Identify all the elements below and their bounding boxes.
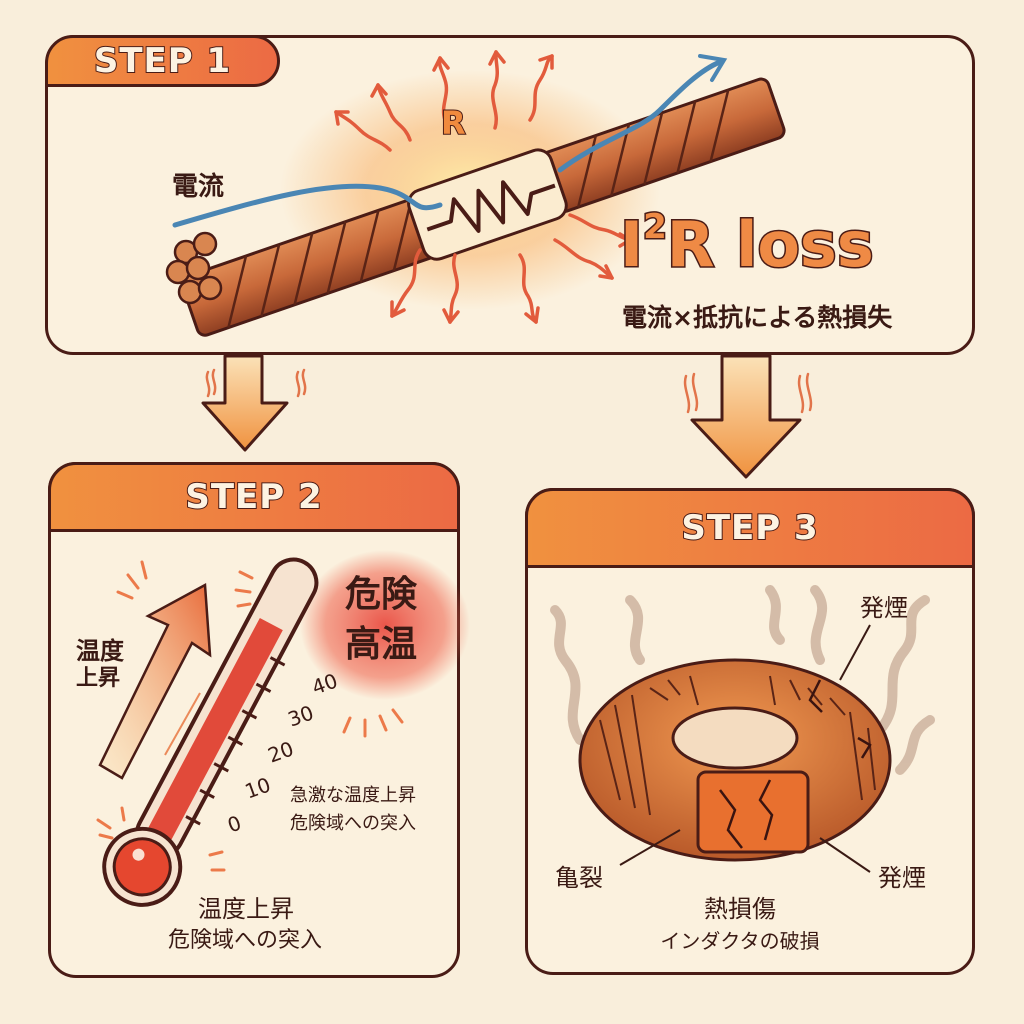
loss-base: I: [618, 208, 644, 281]
step3-tab: STEP 3: [525, 488, 975, 568]
crack-lines: [719, 679, 872, 849]
step2-bottom-caption: 温度上昇 危険域への突入: [168, 893, 322, 957]
danger-glow: [300, 550, 470, 700]
heat-wisps: [205, 368, 813, 414]
i2r-loss-title: I2R loss: [618, 207, 875, 278]
step2-side-caption: 急激な温度上昇 危険域への突入: [290, 782, 416, 838]
step1-tab: STEP 1: [45, 35, 280, 87]
smoke-label-bottom: 発煙: [878, 864, 926, 892]
danger-high-temp-label: 危険 高温: [345, 570, 417, 670]
current-flow-line: [172, 59, 723, 228]
rise-line-2: 上昇: [76, 666, 121, 691]
side-caption-line-1: 急激な温度上昇: [290, 785, 416, 806]
current-arrowhead-icon: [698, 54, 728, 82]
temperature-rise-arrow-icon: [98, 582, 212, 780]
step1-illustration: [165, 50, 786, 337]
step1-label: STEP 1: [93, 40, 232, 82]
heat-sparks: [96, 560, 404, 872]
temperature-rise-label: 温度 上昇: [76, 636, 136, 692]
loss-caption: 電流×抵抗による熱損失: [622, 303, 893, 332]
arrow-to-step3-icon: [690, 354, 802, 479]
resistor-zigzag-icon: [426, 180, 556, 233]
bottom-caption-line-2: 危険域への突入: [168, 928, 323, 953]
bottom-caption-line-1: 温度上昇: [198, 895, 294, 923]
thermometer-icon: [102, 557, 319, 907]
step2-tab: STEP 2: [48, 462, 460, 532]
caption-title: 熱損傷: [704, 895, 776, 923]
smoke-label-top: 発煙: [860, 594, 908, 622]
loss-rest: R loss: [665, 208, 875, 281]
step2-label: STEP 2: [184, 476, 323, 518]
loss-exponent: 2: [642, 207, 669, 247]
heat-radiation-arrows: [334, 50, 632, 324]
resistor-label: R: [440, 103, 467, 143]
cable-strand-ends: [165, 231, 223, 305]
arrow-to-step2-icon: [201, 354, 289, 452]
current-label: 電流: [172, 172, 225, 202]
copper-cable: [180, 77, 786, 337]
toroid-windings: [599, 675, 876, 816]
danger-line-2: 高温: [345, 624, 418, 665]
smoke-plumes: [550, 585, 935, 775]
side-caption-line-2: 危険域への突入: [290, 813, 416, 834]
caption-sub: インダクタの破損: [660, 929, 820, 953]
flow-arrows: [201, 354, 813, 479]
step3-caption: 熱損傷 インダクタの破損: [640, 893, 840, 957]
danger-line-1: 危険: [345, 574, 418, 615]
crack-label: 亀裂: [555, 864, 603, 892]
exposed-core: [696, 770, 810, 854]
toroid-hole: [671, 706, 799, 770]
step3-label: STEP 3: [680, 507, 819, 549]
callout-leader-lines: [619, 624, 871, 873]
rise-line-1: 温度: [76, 637, 124, 665]
